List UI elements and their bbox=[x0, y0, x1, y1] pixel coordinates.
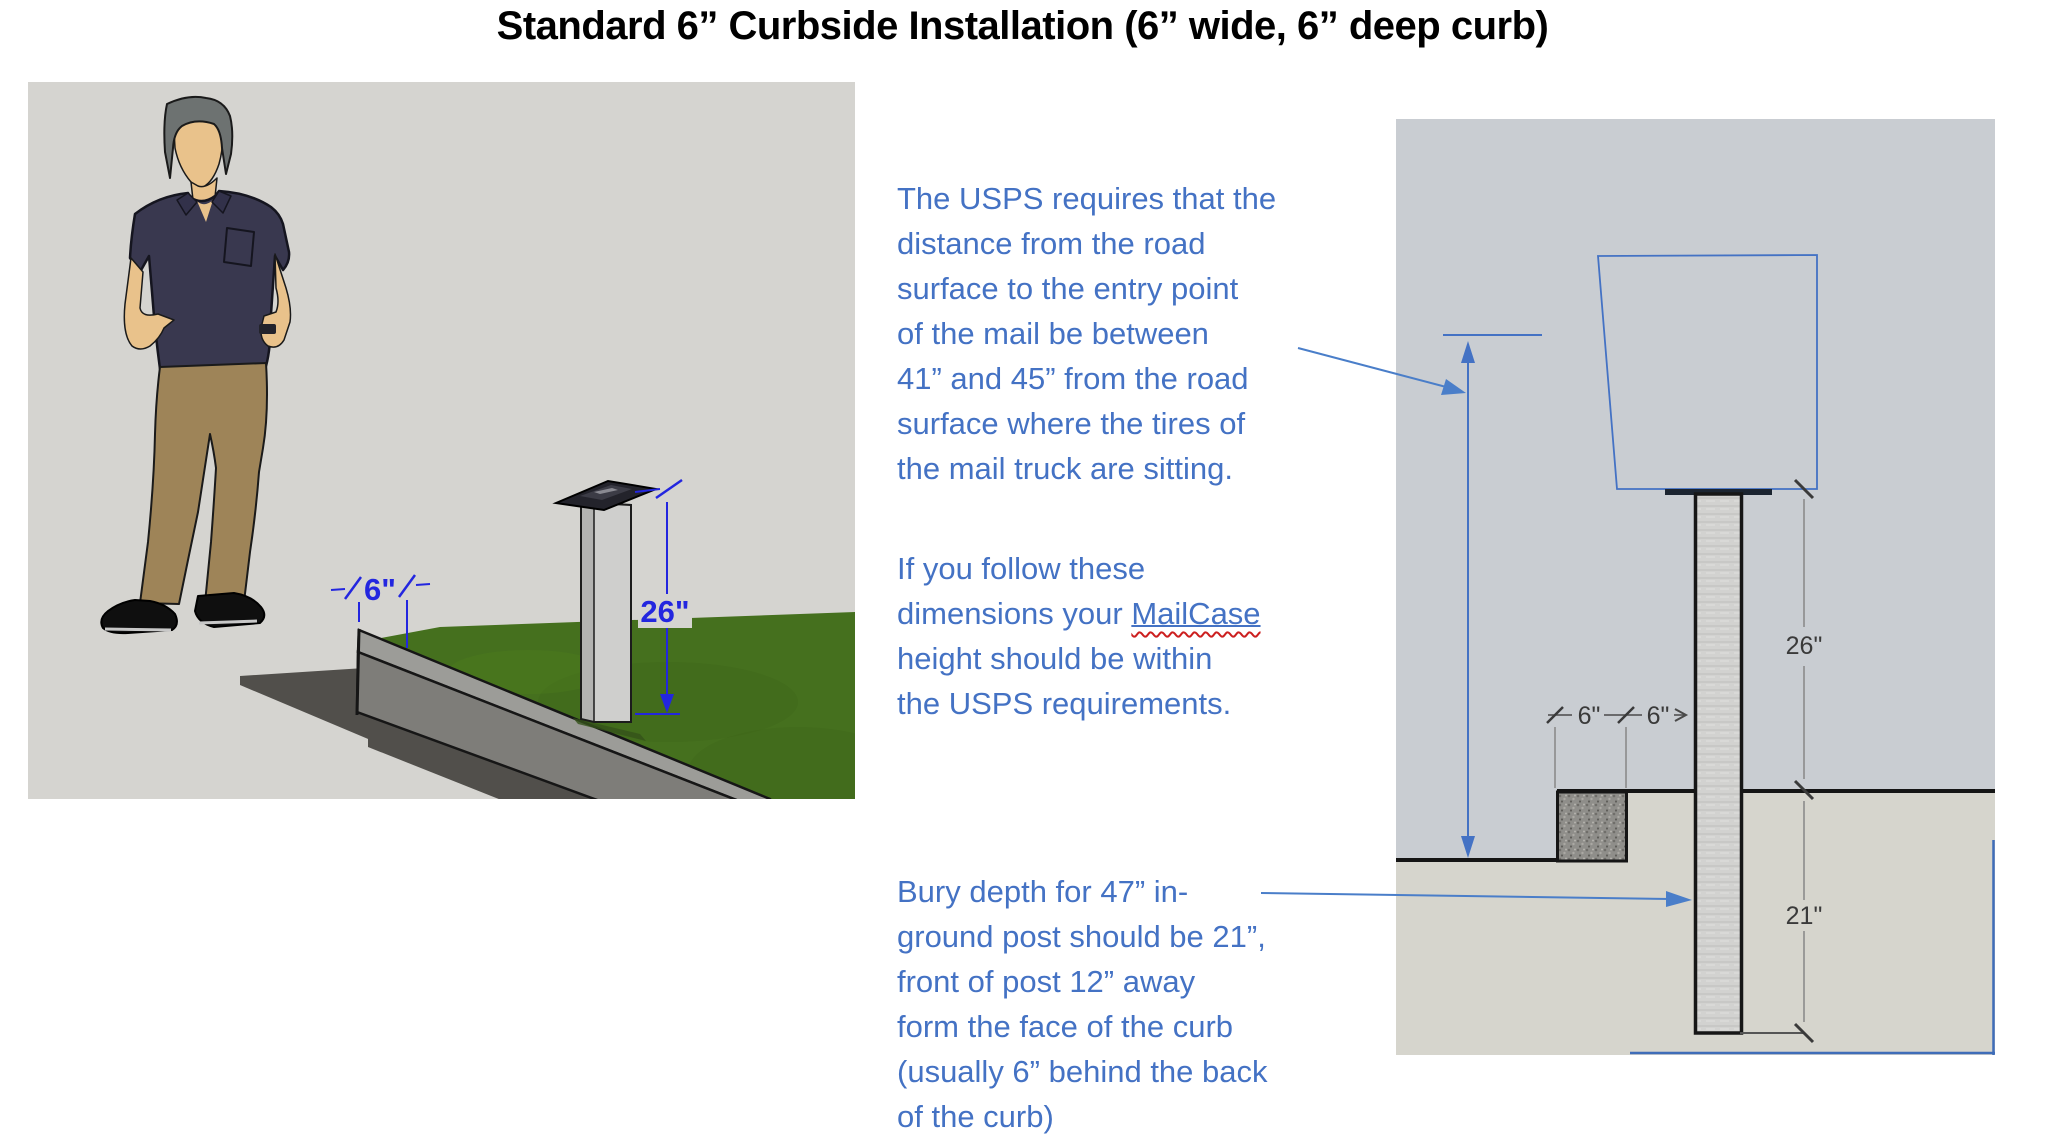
post-height-dimension-label: 26" bbox=[640, 594, 689, 629]
curb-shadow bbox=[240, 667, 380, 744]
usps-requirement-note: The USPS requires that the distance from… bbox=[897, 176, 1276, 491]
person-right-shoe bbox=[194, 592, 266, 628]
post-top-plate-slot bbox=[594, 488, 618, 494]
note-line: Bury depth for 47” in- bbox=[897, 874, 1189, 909]
right-cross-section-diagram: 26" 21" 6" 6" bbox=[1396, 119, 1995, 1055]
curb-to-post-dimension-label: 6" bbox=[1647, 702, 1670, 730]
note-line: surface to the entry point bbox=[897, 271, 1239, 306]
person-pants bbox=[139, 362, 268, 605]
curb-cross-section bbox=[1556, 790, 1628, 863]
shoe-sole bbox=[104, 627, 172, 632]
note-line: form the face of the curb bbox=[897, 1009, 1234, 1044]
left-3d-figure-image: 6" 26" bbox=[28, 82, 855, 799]
note-line: of the mail be between bbox=[897, 316, 1209, 351]
person-chest bbox=[197, 200, 213, 222]
person bbox=[100, 95, 292, 635]
left-figure-dimensions: 6" 26" bbox=[330, 478, 692, 715]
dim-arrowhead-up bbox=[1461, 341, 1475, 363]
shoe-sole bbox=[198, 619, 258, 625]
dim-tick bbox=[1793, 478, 1815, 500]
note-line: the mail truck are sitting. bbox=[897, 451, 1233, 486]
person-pocket bbox=[223, 227, 255, 267]
dim-extension-line bbox=[358, 600, 408, 648]
bury-depth-note: Bury depth for 47” in- ground post shoul… bbox=[897, 869, 1268, 1139]
note-line: of the curb) bbox=[897, 1099, 1054, 1134]
person-right-arm bbox=[123, 257, 175, 350]
note-line: (usually 6” behind the back bbox=[897, 1054, 1268, 1089]
person-hair bbox=[163, 95, 234, 179]
person-left-arm bbox=[260, 253, 292, 348]
note-line: front of post 12” away bbox=[897, 964, 1196, 999]
vertical-dimensions: 26" 21" bbox=[1740, 478, 1823, 1044]
dim-stub bbox=[330, 583, 431, 591]
note-line: the USPS requirements. bbox=[897, 686, 1232, 721]
follow-dimensions-note: If you follow these dimensions your Mail… bbox=[897, 546, 1261, 726]
dim-tick bbox=[1546, 706, 1564, 724]
person-collar-left bbox=[176, 192, 198, 216]
person-watch bbox=[259, 324, 276, 334]
dim-tick bbox=[397, 574, 417, 598]
note-line: surface where the tires of bbox=[897, 406, 1246, 441]
mailbox-floor-plate bbox=[1665, 489, 1772, 495]
mailbox-outline bbox=[1597, 254, 1818, 490]
dim-tick bbox=[655, 478, 683, 500]
cross-section-scene: 26" 21" 6" 6" bbox=[1396, 254, 1995, 1055]
page-title: Standard 6” Curbside Installation (6” wi… bbox=[496, 4, 1549, 48]
left-scene: 6" 26" bbox=[100, 95, 855, 799]
note-line: If you follow these bbox=[897, 551, 1146, 586]
dim-arrowhead-down bbox=[1461, 836, 1475, 858]
post-cross-section bbox=[1693, 492, 1744, 1035]
post-side-face bbox=[581, 503, 594, 722]
mailcase-link-text: MailCase bbox=[1131, 596, 1261, 631]
note-line: 41” and 45” from the road bbox=[897, 361, 1249, 396]
dim-tick bbox=[1617, 706, 1635, 724]
dim-tick bbox=[1793, 1022, 1815, 1044]
dim-extension-line bbox=[1554, 727, 1627, 788]
note-line: distance from the road bbox=[897, 226, 1206, 261]
curb-width-dimension-label: 6" bbox=[364, 572, 396, 607]
note-line: ground post should be 21”, bbox=[897, 919, 1266, 954]
note-line: dimensions your MailCase bbox=[897, 591, 1261, 636]
post-above-ground-dimension-label: 26" bbox=[1786, 632, 1823, 660]
overall-height-dimension bbox=[1443, 334, 1542, 858]
person-collar-right bbox=[211, 190, 232, 214]
bury-depth-dimension-label: 21" bbox=[1786, 902, 1823, 930]
grass-texture bbox=[688, 727, 855, 799]
note-text: dimensions your bbox=[897, 596, 1132, 631]
note-line: height should be within bbox=[897, 641, 1213, 676]
curb-width-dimension-label: 6" bbox=[1578, 702, 1601, 730]
curb-end-edge bbox=[355, 628, 361, 716]
label-backing bbox=[638, 594, 692, 628]
dim-arrowhead bbox=[1674, 708, 1689, 722]
dim-stub bbox=[634, 488, 661, 493]
note-line: The USPS requires that the bbox=[897, 181, 1277, 216]
post-front-face bbox=[594, 503, 631, 722]
dim-tick bbox=[343, 576, 363, 600]
horizontal-dimensions: 6" 6" bbox=[1546, 702, 1689, 788]
dim-arrowhead bbox=[660, 694, 674, 713]
post-shadow bbox=[573, 718, 646, 741]
person-left-shoe bbox=[100, 599, 178, 635]
dim-tick bbox=[1793, 779, 1815, 801]
